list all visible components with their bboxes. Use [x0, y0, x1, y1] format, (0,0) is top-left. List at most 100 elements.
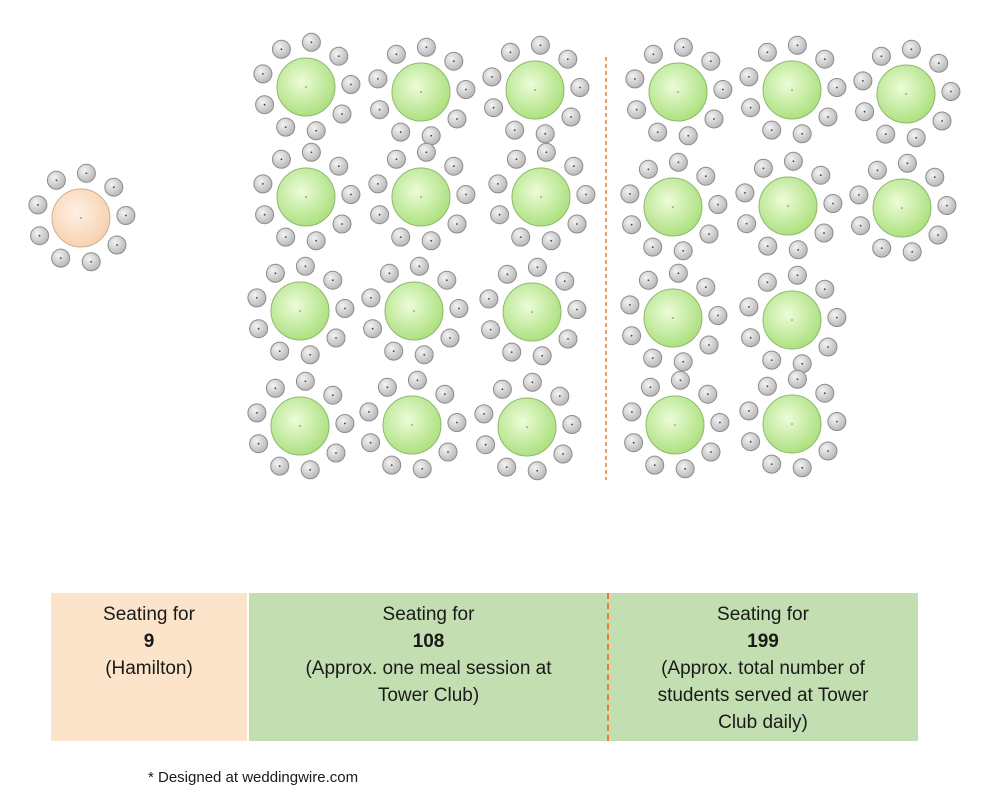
- chair-dot: [770, 463, 773, 465]
- chair-dot: [304, 380, 307, 383]
- table-22: [622, 370, 730, 479]
- table-4: [482, 35, 590, 144]
- chair-dot: [749, 336, 752, 339]
- chair-dot: [745, 222, 748, 225]
- table-6: [739, 35, 847, 144]
- table-15: [361, 256, 469, 365]
- chair-dot: [256, 297, 258, 299]
- chair-dot: [418, 265, 421, 268]
- chair-dot: [880, 55, 883, 58]
- table-center-dot: [787, 205, 789, 207]
- chair-dot: [647, 168, 650, 171]
- chair-dot: [749, 440, 752, 443]
- chair-dot: [910, 48, 913, 51]
- chair-dot: [677, 272, 680, 275]
- chair-dot: [572, 165, 575, 168]
- chair-dot: [876, 169, 879, 172]
- chair-dot: [284, 236, 287, 239]
- chair-dot: [911, 250, 914, 253]
- chair-dot: [344, 422, 346, 425]
- table-center-dot: [672, 206, 674, 208]
- chair-dot: [443, 393, 446, 396]
- chair-dot: [515, 158, 518, 161]
- chair-dot: [748, 306, 750, 308]
- chair-dot: [717, 203, 719, 206]
- chair-dot: [719, 421, 721, 424]
- table-21: [474, 372, 582, 481]
- chair-dot: [257, 442, 260, 445]
- chair-dot: [284, 126, 287, 128]
- chair-dot: [567, 338, 569, 340]
- chair-dot: [792, 160, 795, 163]
- table-14: [247, 256, 355, 365]
- table-5: [625, 37, 733, 146]
- chair-dot: [570, 116, 572, 118]
- chair-dot: [38, 234, 41, 237]
- chair-dot: [801, 466, 804, 469]
- chair-dot: [862, 80, 864, 82]
- legend-meal-note-line1: (Approx. one meal session at: [305, 658, 552, 679]
- table-center-dot: [305, 196, 307, 198]
- chair-dot: [423, 353, 426, 356]
- chair-dot: [256, 412, 258, 414]
- chair-dot: [489, 328, 492, 331]
- legend-hamilton-note: (Hamilton): [105, 658, 193, 679]
- chair-dot: [748, 76, 750, 78]
- chair-dot: [566, 58, 569, 61]
- table-center-dot: [677, 91, 679, 93]
- legend-meal-label: Seating for: [382, 604, 475, 625]
- table-10: [488, 142, 596, 251]
- chair-dot: [337, 165, 340, 168]
- chair-dot: [704, 175, 707, 178]
- chair-dot: [836, 316, 838, 319]
- table-8: [253, 142, 361, 251]
- chair-dot: [823, 58, 826, 61]
- chair-dot: [531, 381, 534, 384]
- chair-dot: [310, 41, 313, 44]
- chair-dot: [274, 387, 277, 390]
- chair-dot: [682, 46, 685, 49]
- table-center-dot: [80, 217, 82, 219]
- chair-dot: [684, 467, 687, 470]
- chair-dot: [819, 174, 822, 177]
- chair-dot: [915, 136, 918, 139]
- chair-dot: [937, 234, 939, 236]
- chair-dot: [465, 88, 467, 91]
- chair-dot: [378, 108, 381, 111]
- chair-dot: [545, 151, 548, 154]
- chair-dot: [315, 129, 318, 132]
- chair-dot: [456, 118, 458, 120]
- chair-dot: [539, 44, 542, 47]
- table-center-dot: [420, 91, 422, 93]
- chair-dot: [445, 279, 448, 282]
- chair-dot: [827, 346, 829, 348]
- chair-dot: [280, 48, 283, 51]
- table-center-dot: [534, 89, 536, 91]
- chair-dot: [465, 193, 467, 196]
- table-center-dot: [791, 423, 793, 425]
- chair-dot: [801, 132, 804, 135]
- chair-dot: [630, 223, 633, 226]
- legend-hamilton-count: 9: [143, 631, 155, 652]
- table-17: [620, 263, 728, 372]
- chair-dot: [635, 108, 638, 111]
- chair-dot: [708, 233, 710, 235]
- chair-dot: [652, 53, 655, 56]
- chair-dot: [649, 386, 652, 389]
- chair-dot: [634, 78, 636, 80]
- chair-dot: [766, 281, 769, 284]
- chair-dot: [770, 129, 773, 132]
- chair-dot: [631, 411, 633, 413]
- legend-total-label: Seating for: [717, 604, 809, 625]
- legend-hamilton-label: Seating for: [103, 604, 195, 625]
- chair-dot: [399, 131, 402, 134]
- chair-dot: [309, 353, 312, 356]
- table-18: [739, 265, 847, 374]
- chair-dot: [629, 193, 631, 195]
- table-center-dot: [299, 310, 301, 312]
- table-center-dot: [420, 196, 422, 198]
- chair-dot: [399, 236, 402, 239]
- chair-dot: [544, 132, 547, 135]
- chair-dot: [513, 129, 516, 132]
- chair-dot: [519, 236, 522, 239]
